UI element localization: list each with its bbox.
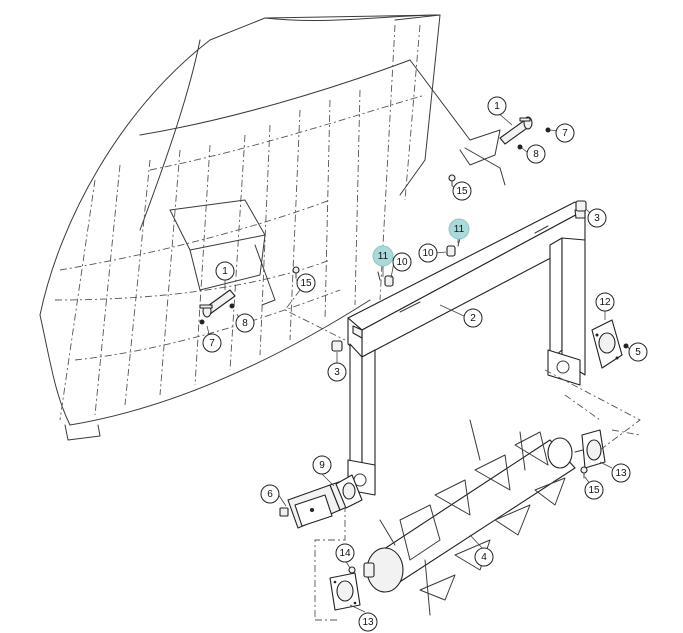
callout-label: 3 <box>594 213 600 224</box>
callout-label: 11 <box>378 251 389 262</box>
callout-circle <box>555 123 575 143</box>
callout-10: 10 <box>418 243 438 263</box>
callout-label: 14 <box>339 548 351 559</box>
bolt-part-15-lower <box>292 266 300 279</box>
callout-circle <box>296 273 316 293</box>
callout-15: 15 <box>584 480 604 500</box>
callout-circle <box>487 96 507 116</box>
callout-9: 9 <box>312 455 332 475</box>
washer-part-8-lower <box>229 303 235 309</box>
callout-circle <box>312 455 332 475</box>
callout-circle <box>392 252 412 272</box>
rotor-part-4 <box>363 419 576 616</box>
callout-2: 2 <box>463 308 483 328</box>
nut-part-5 <box>623 343 629 349</box>
callout-circle <box>358 612 378 632</box>
callout-15: 15 <box>452 181 472 201</box>
bolt-part-15-upper <box>448 174 456 187</box>
callout-circle <box>335 543 355 563</box>
bearing-flange-part-13-right <box>574 429 606 469</box>
screw-part-10 <box>384 245 456 287</box>
bearing-flange-part-12 <box>591 319 623 369</box>
assembly-lines <box>284 289 641 621</box>
callout-circle <box>587 208 607 228</box>
motor-flange-part-9 <box>335 474 363 509</box>
callout-label: 13 <box>615 468 627 479</box>
callout-circle <box>327 362 347 382</box>
callout-label: 6 <box>267 489 273 500</box>
callout-8: 8 <box>235 313 255 333</box>
callout-label: 10 <box>422 248 434 259</box>
callout-label: 11 <box>454 224 465 235</box>
callout-1: 1 <box>215 261 235 281</box>
callout-label: 15 <box>300 278 312 289</box>
callout-7: 7 <box>202 333 222 353</box>
callout-circle <box>215 261 235 281</box>
callout-label: 3 <box>334 367 340 378</box>
callout-circle <box>584 480 604 500</box>
callout-label: 1 <box>222 266 228 277</box>
bushing-part-3 <box>331 200 587 352</box>
callout-label: 8 <box>242 318 248 329</box>
callout-5: 5 <box>628 342 648 362</box>
callout-circle <box>448 218 470 240</box>
callout-circle <box>595 292 615 312</box>
callout-label: 9 <box>319 460 325 471</box>
pin-part-1-lower <box>199 289 236 318</box>
callout-circle <box>526 144 546 164</box>
callout-7: 7 <box>555 123 575 143</box>
callout-circle <box>628 342 648 362</box>
callout-circle <box>611 463 631 483</box>
callout-15: 15 <box>296 273 316 293</box>
callout-label: 15 <box>456 186 468 197</box>
callout-label: 7 <box>562 128 568 139</box>
washer-part-8-upper <box>517 144 523 150</box>
callout-circle <box>452 181 472 201</box>
bolt-part-15-rotor <box>580 466 588 479</box>
callout-label: 2 <box>470 313 476 324</box>
callout-6: 6 <box>260 484 280 504</box>
hopper-body <box>39 14 506 441</box>
callout-circle <box>235 313 255 333</box>
callout-label: 10 <box>396 257 408 268</box>
callout-label: 8 <box>533 149 539 160</box>
callout-label: 1 <box>494 101 500 112</box>
callout-bubbles: 1 7 8 15 3 11 10 11 10 2 1 15 8 7 3 12 5 9 6 13 15 4 14 13 <box>202 96 648 632</box>
callout-4: 4 <box>474 547 494 567</box>
callout-11: 11 <box>372 245 394 267</box>
callout-label: 7 <box>209 338 215 349</box>
callout-3: 3 <box>587 208 607 228</box>
callout-label: 5 <box>635 347 641 358</box>
callout-12: 12 <box>595 292 615 312</box>
callout-circle <box>463 308 483 328</box>
callout-circle <box>418 243 438 263</box>
callout-13: 13 <box>611 463 631 483</box>
nut-part-7-lower <box>199 319 205 325</box>
callout-label: 15 <box>588 485 600 496</box>
callout-11: 11 <box>448 218 470 240</box>
callout-1: 1 <box>487 96 507 116</box>
callout-circle <box>202 333 222 353</box>
callout-label: 4 <box>481 552 487 563</box>
bolt-part-14 <box>348 566 356 574</box>
bearing-flange-part-13-left <box>329 572 361 611</box>
callout-circle <box>474 547 494 567</box>
callout-label: 13 <box>362 617 374 628</box>
callout-13: 13 <box>358 612 378 632</box>
callout-8: 8 <box>526 144 546 164</box>
callout-14: 14 <box>335 543 355 563</box>
callout-circle <box>372 245 394 267</box>
nut-part-7-upper <box>545 127 551 133</box>
callout-3: 3 <box>327 362 347 382</box>
callout-circle <box>260 484 280 504</box>
pin-part-1-upper <box>499 116 533 145</box>
callout-label: 12 <box>599 297 611 308</box>
callout-10: 10 <box>392 252 412 272</box>
